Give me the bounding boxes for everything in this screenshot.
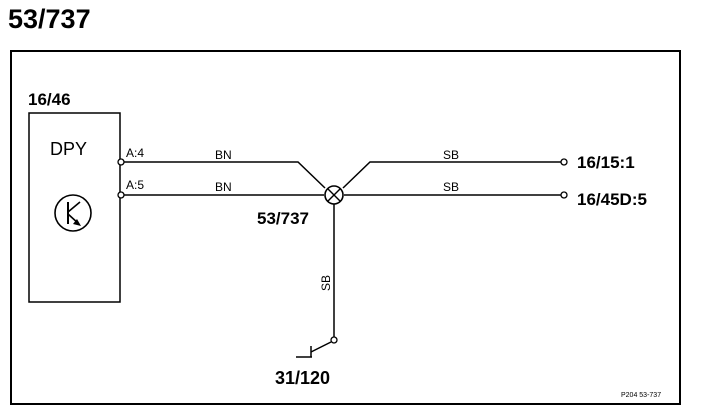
component-ref: 16/46: [28, 90, 71, 109]
component-label: DPY: [50, 139, 87, 159]
destination-16-15-1: 16/15:1: [577, 153, 635, 172]
wire-a4-right: [342, 161, 561, 189]
terminal-16-45d-5: [560, 191, 568, 199]
footer-code: P204 53-737: [621, 392, 661, 399]
ground-label: 31/120: [275, 368, 330, 388]
splice-icon: [324, 185, 344, 205]
wire-a5-color-right: SB: [443, 180, 459, 194]
ground-terminal: [330, 336, 338, 344]
wire-a4-color-right: SB: [443, 148, 459, 162]
page-title: 53/737: [8, 4, 91, 34]
terminal-16-15-1: [560, 158, 568, 166]
wire-a4-color-left: BN: [215, 148, 232, 162]
pin-terminal-a5: [117, 191, 125, 199]
component-box: [28, 112, 121, 303]
pin-label-a5: A:5: [126, 178, 144, 192]
wire-a4-left: [124, 161, 326, 189]
destination-16-45d-5: 16/45D:5: [577, 190, 647, 209]
pin-label-a4: A:4: [126, 146, 144, 160]
diagram-frame: [10, 50, 681, 405]
wire-a5-color-left: BN: [215, 180, 232, 194]
ground-wire-color: SB: [319, 275, 333, 291]
transistor-icon: [54, 194, 92, 232]
ground-symbol-icon: [296, 341, 332, 358]
pin-terminal-a4: [117, 158, 125, 166]
splice-label: 53/737: [257, 209, 309, 228]
